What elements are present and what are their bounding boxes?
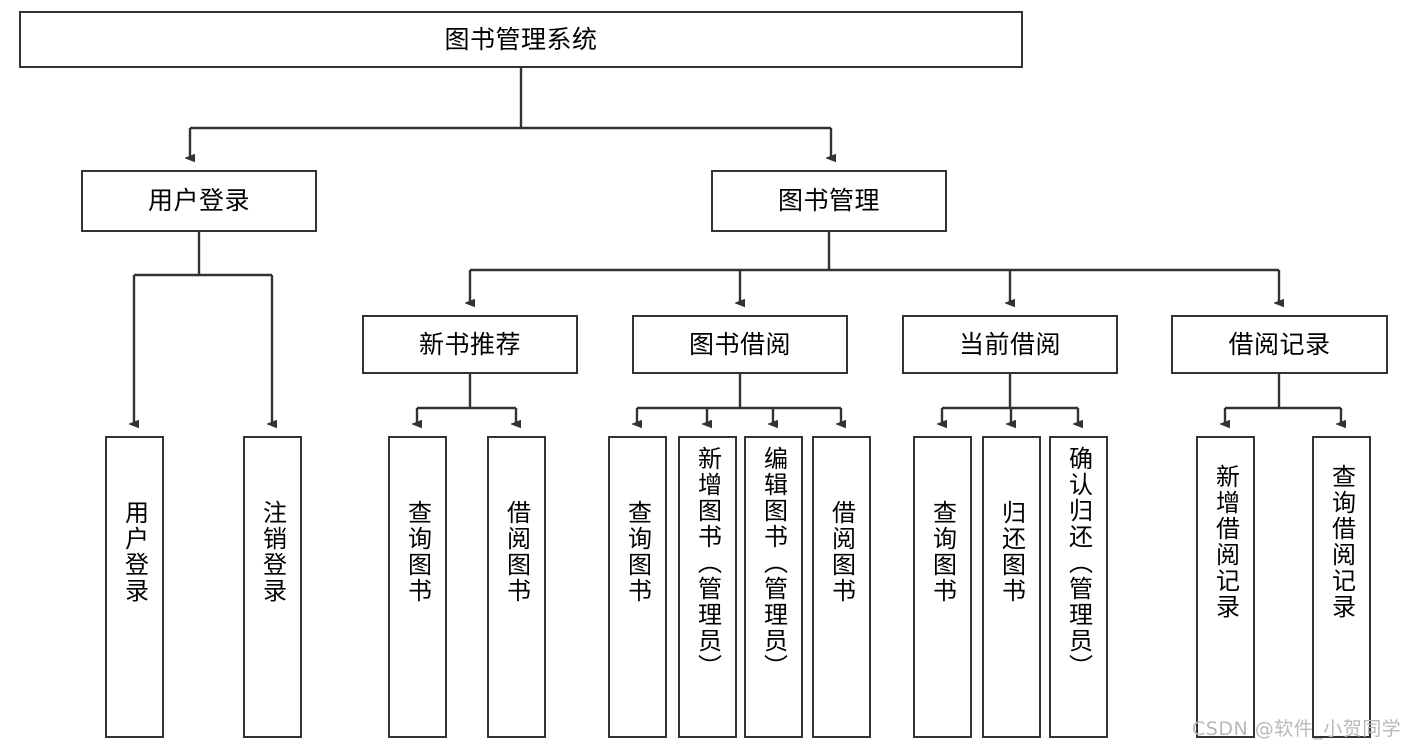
node-leaf-query-book-rec-label: 查询图书 [403, 500, 432, 604]
node-leaf-query-record[interactable]: 查询借阅记录 [1312, 436, 1371, 738]
node-leaf-add-book[interactable]: 新增图书（管理员） [678, 436, 737, 738]
node-leaf-query-record-label: 查询借阅记录 [1327, 464, 1356, 620]
csdn-watermark: CSDN @软件_小贺同学 [1192, 718, 1402, 740]
node-root-label: 图书管理系统 [444, 24, 598, 54]
node-book-manage[interactable]: 图书管理 [711, 170, 947, 232]
node-leaf-borrow-book-rec-label: 借阅图书 [502, 500, 531, 604]
node-book-borrow[interactable]: 图书借阅 [632, 315, 848, 374]
node-leaf-confirm-return[interactable]: 确认归还（管理员） [1049, 436, 1108, 738]
node-leaf-query-book-borrow-label: 查询图书 [623, 500, 652, 604]
node-leaf-borrow-book[interactable]: 借阅图书 [812, 436, 871, 738]
node-current-borrow-label: 当前借阅 [958, 329, 1061, 359]
node-leaf-query-book-borrow[interactable]: 查询图书 [608, 436, 667, 738]
node-current-borrow[interactable]: 当前借阅 [902, 315, 1118, 374]
node-user-login-label: 用户登录 [147, 186, 250, 216]
node-leaf-edit-book-label: 编辑图书（管理员） [759, 446, 788, 680]
node-borrow-record-label: 借阅记录 [1228, 329, 1331, 359]
node-leaf-logout[interactable]: 注销登录 [243, 436, 302, 738]
node-new-book-rec-label: 新书推荐 [418, 329, 521, 359]
node-leaf-borrow-book-label: 借阅图书 [827, 500, 856, 604]
node-leaf-return-book-label: 归还图书 [997, 500, 1026, 604]
node-borrow-record[interactable]: 借阅记录 [1171, 315, 1388, 374]
node-leaf-add-record[interactable]: 新增借阅记录 [1196, 436, 1255, 738]
node-leaf-add-book-label: 新增图书（管理员） [693, 446, 722, 680]
node-leaf-logout-label: 注销登录 [258, 500, 287, 604]
node-leaf-add-record-label: 新增借阅记录 [1211, 464, 1240, 620]
node-user-login[interactable]: 用户登录 [81, 170, 317, 232]
node-leaf-borrow-book-rec[interactable]: 借阅图书 [487, 436, 546, 738]
node-leaf-edit-book[interactable]: 编辑图书（管理员） [744, 436, 803, 738]
node-leaf-user-login-label: 用户登录 [120, 500, 149, 604]
node-leaf-user-login[interactable]: 用户登录 [105, 436, 164, 738]
node-leaf-confirm-return-label: 确认归还（管理员） [1064, 446, 1093, 680]
node-leaf-query-book-cur[interactable]: 查询图书 [913, 436, 972, 738]
node-book-manage-label: 图书管理 [777, 186, 880, 216]
node-new-book-rec[interactable]: 新书推荐 [362, 315, 578, 374]
node-leaf-return-book[interactable]: 归还图书 [982, 436, 1041, 738]
node-book-borrow-label: 图书借阅 [688, 329, 791, 359]
node-leaf-query-book-rec[interactable]: 查询图书 [388, 436, 447, 738]
node-root[interactable]: 图书管理系统 [19, 11, 1023, 68]
node-leaf-query-book-cur-label: 查询图书 [928, 500, 957, 604]
